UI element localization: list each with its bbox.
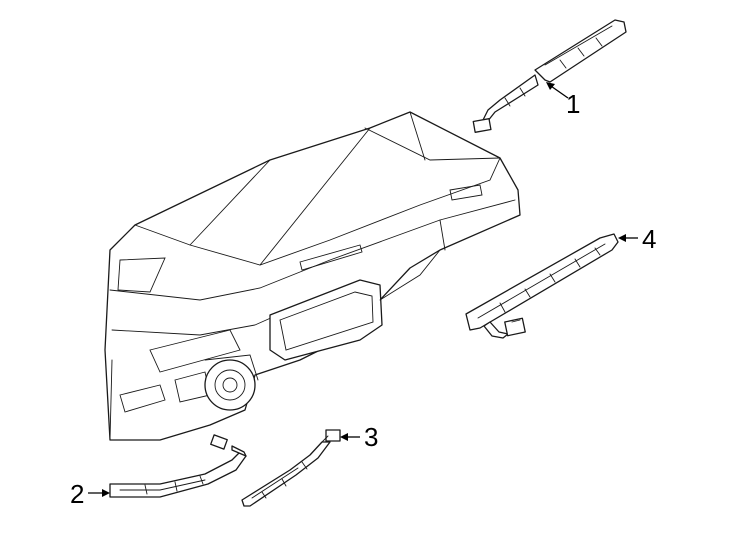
dashboard-assembly xyxy=(104,111,521,441)
callout-2: 2 xyxy=(70,479,110,509)
callout-4-label: 4 xyxy=(642,224,656,254)
callout-1: 1 xyxy=(546,82,580,119)
part-1-airbag-module xyxy=(472,19,627,133)
callout-3: 3 xyxy=(340,422,378,452)
callout-3-label: 3 xyxy=(364,422,378,452)
callout-4: 4 xyxy=(618,224,656,254)
part-3-airbag-module xyxy=(241,429,341,507)
part-4-airbag-module xyxy=(465,233,619,339)
callout-2-label: 2 xyxy=(70,479,84,509)
part-2-airbag-module xyxy=(109,434,247,498)
callout-1-label: 1 xyxy=(566,89,580,119)
